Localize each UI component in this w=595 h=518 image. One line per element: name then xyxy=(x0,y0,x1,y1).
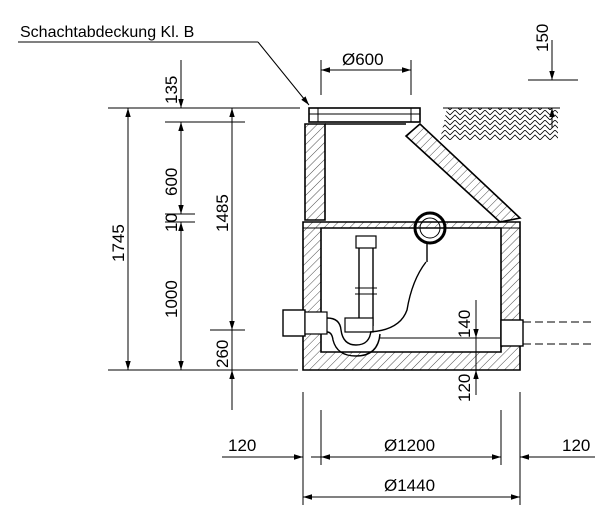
svg-text:135: 135 xyxy=(162,76,181,104)
dim-chain-left: 135 600 10 1000 xyxy=(162,60,184,370)
dim-wall-right: 120 xyxy=(520,436,595,460)
outlet-pipe xyxy=(500,319,595,347)
svg-text:10: 10 xyxy=(162,213,181,232)
dim-top-diameter: Ø600 xyxy=(320,50,412,95)
svg-text:140: 140 xyxy=(455,310,474,338)
manhole-cover-frame xyxy=(308,107,421,123)
dim-inner-diameter: Ø1200 xyxy=(321,436,501,460)
svg-text:1745: 1745 xyxy=(109,224,128,262)
dim-chain-right: 1485 260 xyxy=(213,108,235,410)
dim-cover-depth: 150 xyxy=(528,24,578,128)
svg-text:150: 150 xyxy=(533,24,552,52)
svg-text:1000: 1000 xyxy=(162,280,181,318)
float-switch xyxy=(369,211,447,333)
dim-wall-left: 120 xyxy=(222,436,321,460)
svg-text:Ø1440: Ø1440 xyxy=(384,476,435,495)
manhole-base xyxy=(302,221,521,371)
svg-text:260: 260 xyxy=(213,340,232,368)
svg-text:600: 600 xyxy=(162,168,181,196)
svg-text:120: 120 xyxy=(228,436,256,455)
dim-outer-diameter: Ø1440 xyxy=(303,476,520,500)
cover-label: Schachtabdeckung Kl. B xyxy=(20,24,194,41)
dim-total-height: 1745 xyxy=(109,108,131,370)
svg-text:120: 120 xyxy=(562,436,590,455)
cover-label-leader xyxy=(18,41,310,106)
svg-text:Ø1200: Ø1200 xyxy=(384,436,435,455)
svg-text:1485: 1485 xyxy=(213,194,232,232)
ground-surface xyxy=(440,107,560,140)
svg-text:Ø600: Ø600 xyxy=(342,50,384,69)
dim-outlet-height: 140 120 xyxy=(440,300,500,402)
svg-text:120: 120 xyxy=(455,374,474,402)
inlet-pipe xyxy=(282,309,328,337)
trap-pipe xyxy=(326,235,381,357)
